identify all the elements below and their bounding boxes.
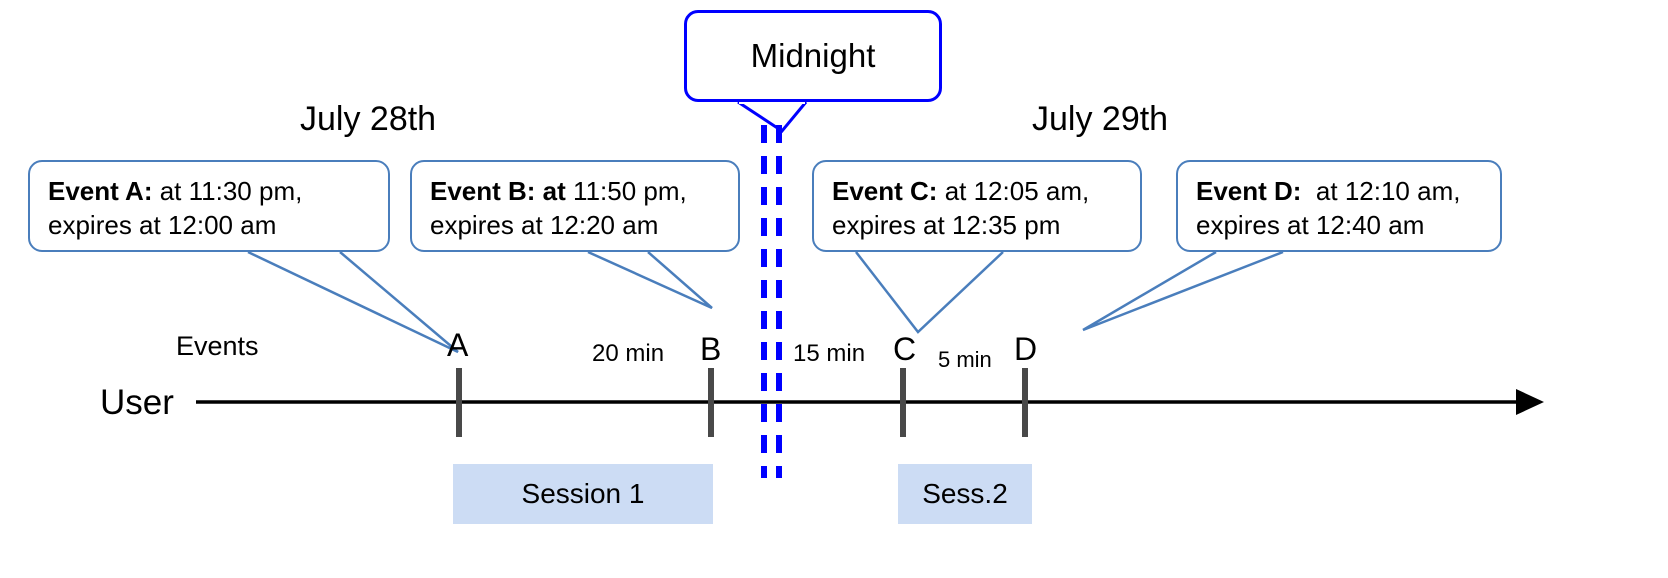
date-heading-july-28: July 28th xyxy=(300,100,437,138)
callout-event-b-tail xyxy=(587,250,713,310)
interval-label-20-min: 20 min xyxy=(592,340,665,367)
midnight-divider-lines xyxy=(761,125,782,478)
marker-letter-d: D xyxy=(1014,331,1038,367)
callout-event-d-line2: expires at 12:40 am xyxy=(1196,210,1425,241)
interval-label-15-min: 15 min xyxy=(793,340,866,367)
marker-letter-c: C xyxy=(893,331,917,367)
callout-event-d-bold: Event D: xyxy=(1196,176,1302,206)
callout-event-c-rest: at 12:05 am, xyxy=(937,176,1090,206)
callout-event-b-line2: expires at 12:20 am xyxy=(430,210,659,241)
midnight-callout-tail xyxy=(737,99,808,133)
callout-event-a-bold: Event A: xyxy=(48,176,153,206)
callout-event-b-rest: 11:50 pm, xyxy=(565,176,687,206)
interval-label-5-min: 5 min xyxy=(938,347,992,372)
callout-event-a-tail xyxy=(247,250,459,354)
marker-letter-a: A xyxy=(447,327,469,363)
events-row-label: Events xyxy=(176,331,259,361)
callout-event-a-rest: at 11:30 pm, xyxy=(152,176,303,206)
callout-event-a: Event A: at 11:30 pm, expires at 12:00 a… xyxy=(28,160,390,252)
midnight-callout: Midnight xyxy=(684,10,942,102)
session-block-2: Sess.2 xyxy=(898,464,1032,524)
date-heading-july-29: July 29th xyxy=(1032,100,1169,138)
callout-event-b: Event B: at 11:50 pm, expires at 12:20 a… xyxy=(410,160,740,252)
marker-letter-b: B xyxy=(700,331,722,367)
callout-event-d-tail xyxy=(1082,250,1284,332)
callout-event-c-bold: Event C: xyxy=(832,176,938,206)
callout-event-a-line2: expires at 12:00 am xyxy=(48,210,277,241)
user-row-label: User xyxy=(100,383,174,422)
callout-event-d-rest: at 12:10 am, xyxy=(1301,176,1461,206)
callout-event-d: Event D: at 12:10 am, expires at 12:40 a… xyxy=(1176,160,1502,252)
user-timeline-axis xyxy=(196,389,1544,415)
callout-event-c-line2: expires at 12:35 pm xyxy=(832,210,1061,241)
callout-event-b-bold: Event B: at xyxy=(430,176,566,206)
session-block-1: Session 1 xyxy=(453,464,713,524)
callout-event-c-tail xyxy=(855,251,1004,334)
callout-event-c: Event C: at 12:05 am, expires at 12:35 p… xyxy=(812,160,1142,252)
